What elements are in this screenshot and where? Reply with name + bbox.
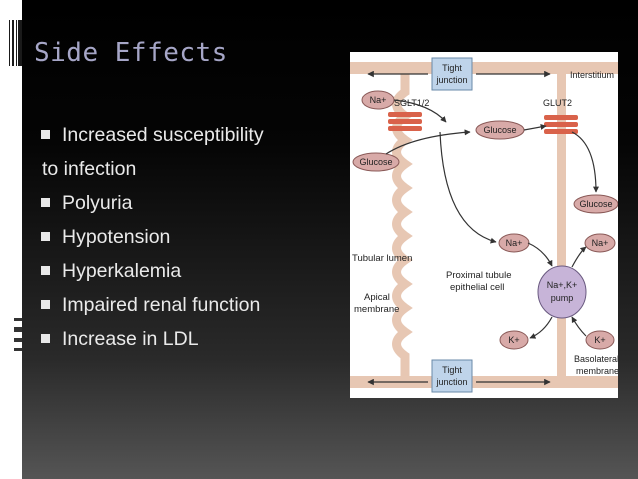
apical-label: membrane — [354, 304, 399, 315]
cell-membranes — [350, 62, 618, 388]
sglt-transport-diagram: Tight junction Tight junction Interstiti… — [350, 52, 618, 398]
na-k-pump: Na+,K+ pump — [537, 265, 587, 319]
square-bullet-icon — [41, 299, 50, 309]
interstitium-label: Interstitium — [570, 70, 614, 80]
svg-text:Na+: Na+ — [592, 238, 609, 248]
k-interstitium-ion: K+ — [585, 330, 615, 350]
square-bullet-icon — [41, 231, 50, 241]
svg-text:GLUT2: GLUT2 — [543, 98, 572, 108]
svg-text:Glucose: Glucose — [483, 125, 516, 135]
bullet-item: Polyuria — [38, 186, 338, 220]
svg-text:K+: K+ — [508, 335, 519, 345]
svg-text:K+: K+ — [594, 335, 605, 345]
glucose-interstitium-ion: Glucose — [573, 194, 618, 214]
stripe-decoration-lower — [14, 318, 22, 353]
bullet-item: Hyperkalemia — [38, 254, 338, 288]
k-cell-ion: K+ — [499, 330, 529, 350]
bullet-item: Impaired renal function — [38, 288, 338, 322]
svg-text:Tight: Tight — [442, 63, 462, 73]
cell-label: Proximal tubule — [446, 270, 511, 281]
svg-text:junction: junction — [435, 377, 467, 387]
na-cell-ion: Na+ — [498, 233, 530, 253]
bullet-continuation: to infection — [42, 158, 137, 180]
basolateral-label: Basolateral — [574, 354, 618, 364]
bullet-list: Increased susceptibility to infection Po… — [38, 118, 338, 356]
basolateral-label: membrane — [576, 366, 618, 376]
svg-text:junction: junction — [435, 75, 467, 85]
glucose-cell-ion: Glucose — [475, 120, 525, 140]
svg-text:Glucose: Glucose — [359, 157, 392, 167]
tight-junction-top: Tight junction — [367, 57, 551, 91]
bullet-item: Hypotension — [38, 220, 338, 254]
cell-label: epithelial cell — [450, 282, 504, 293]
svg-text:Na+,K+: Na+,K+ — [547, 280, 578, 290]
svg-text:Na+: Na+ — [506, 238, 523, 248]
apical-label: Apical — [364, 292, 390, 303]
slide-title: Side Effects — [34, 38, 228, 68]
transport-arrows — [385, 99, 599, 339]
svg-text:Tight: Tight — [442, 365, 462, 375]
na-lumen-ion: Na+ — [361, 90, 395, 110]
square-bullet-icon — [41, 265, 50, 275]
glucose-lumen-ion: Glucose — [352, 152, 400, 172]
stripe-decoration — [9, 20, 22, 66]
slide-left-decoration — [0, 0, 22, 479]
square-bullet-icon — [41, 333, 50, 343]
svg-text:Na+: Na+ — [370, 95, 387, 105]
svg-text:Glucose: Glucose — [579, 199, 612, 209]
svg-text:pump: pump — [551, 293, 574, 303]
bullet-item: Increase in LDL — [38, 322, 338, 356]
tubular-lumen-label: Tubular lumen — [352, 253, 412, 264]
na-interstitium-ion: Na+ — [584, 233, 616, 253]
glut-transporter: GLUT2 — [543, 98, 578, 134]
bullet-item: Increased susceptibility — [38, 118, 338, 152]
square-bullet-icon — [41, 129, 50, 139]
tight-junction-bottom: Tight junction — [367, 359, 551, 393]
square-bullet-icon — [41, 197, 50, 207]
